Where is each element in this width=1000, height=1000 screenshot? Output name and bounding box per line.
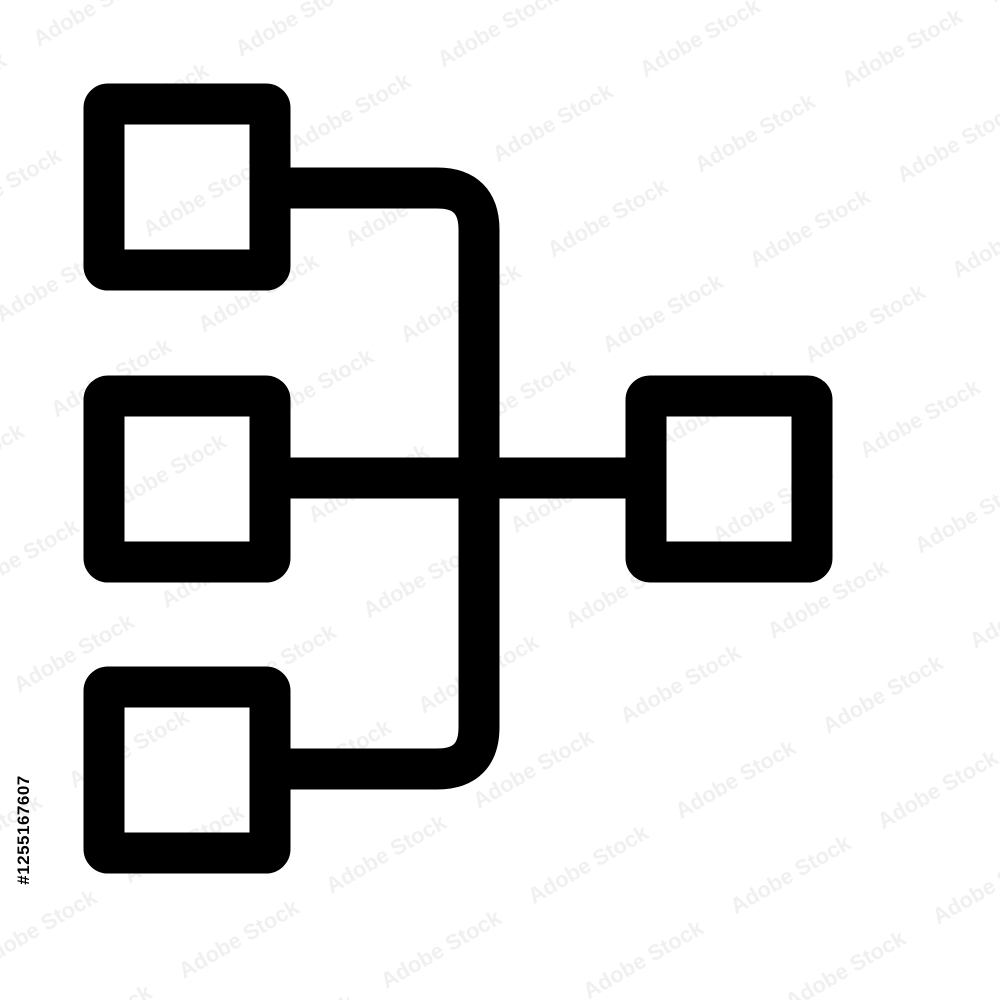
node-box-top-left xyxy=(83,83,291,291)
stock-id-label: #1255167607 xyxy=(14,775,33,885)
node-box-bottom-left xyxy=(83,666,291,874)
node-box-middle-left xyxy=(83,375,291,583)
node-box-right xyxy=(625,375,833,583)
